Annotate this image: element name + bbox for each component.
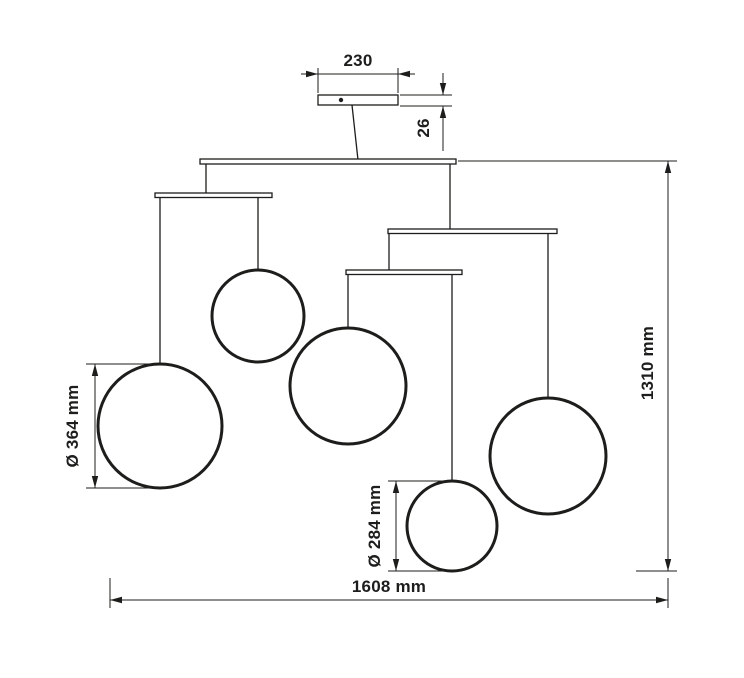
ceiling-canopy xyxy=(317,94,399,161)
support-bars xyxy=(154,158,558,276)
ring-large-center xyxy=(288,326,408,446)
right-support-bar xyxy=(387,228,558,235)
left-support-bar xyxy=(154,192,273,199)
dimension-label-ring-large: Ø 364 mm xyxy=(63,385,82,468)
dimension-ring-small: Ø 284 mm xyxy=(365,480,453,572)
light-rings xyxy=(96,268,608,573)
dimension-canopy-height: 26 xyxy=(400,73,452,151)
dimension-overall-height: 1310 mm xyxy=(458,160,677,572)
dimension-label-overall-height: 1310 mm xyxy=(638,326,657,400)
dimension-canopy-width: 230 xyxy=(301,51,415,93)
dimension-overall-width: 1608 mm xyxy=(109,577,669,608)
canopy-fixing-dot xyxy=(338,97,344,103)
suspension-wires xyxy=(159,197,549,481)
ring-small-top-left xyxy=(210,268,306,364)
main-suspension-stem xyxy=(351,104,359,161)
main-support-bar xyxy=(199,158,457,165)
dimension-label-overall-width: 1608 mm xyxy=(352,577,426,596)
ring-large-right xyxy=(488,396,608,516)
ring-large-left xyxy=(96,362,224,490)
dimension-ring-large: Ø 364 mm xyxy=(63,363,161,489)
canopy-body xyxy=(317,94,399,106)
dimension-label-canopy-height: 26 xyxy=(414,118,433,137)
ring-small-bottom xyxy=(405,479,499,573)
center-support-bar xyxy=(345,269,463,276)
dimension-label-canopy-width: 230 xyxy=(344,51,373,70)
dimension-label-ring-small: Ø 284 mm xyxy=(365,485,384,568)
